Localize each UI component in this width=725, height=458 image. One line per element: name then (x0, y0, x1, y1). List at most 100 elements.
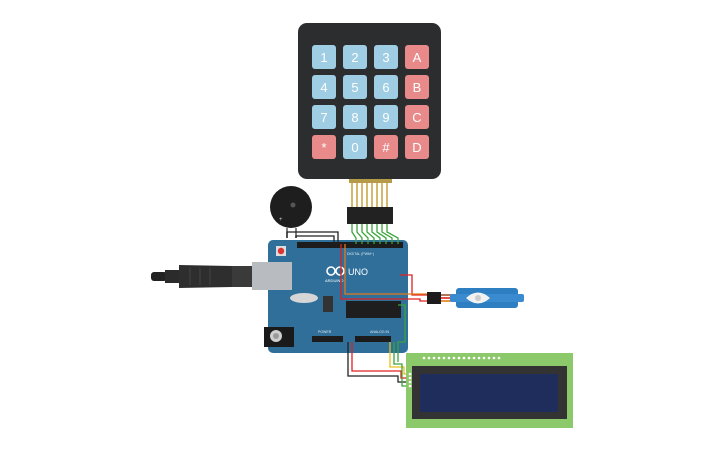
crystal (290, 293, 318, 303)
lcd-wire-scl (393, 342, 406, 387)
lcd-i2c-pin[interactable] (408, 376, 412, 380)
keypad-key-label: C (412, 110, 421, 125)
power-header (312, 336, 343, 342)
small-chip (323, 296, 333, 312)
keypad-key-7[interactable]: 7 (312, 105, 336, 129)
keypad-key-3[interactable]: 3 (374, 45, 398, 69)
lcd-i2c-pin[interactable] (408, 380, 412, 384)
keypad-key-label: # (382, 140, 390, 155)
digital-header (297, 242, 403, 248)
atmega-chip (346, 301, 401, 318)
arduino-uno-board[interactable]: DIGITAL (PWM~) UNO ARDUINO POWER ANALOG … (252, 240, 408, 353)
keypad-key-5[interactable]: 5 (343, 75, 367, 99)
keypad-key-label: A (413, 50, 422, 65)
lcd-pin (447, 356, 451, 360)
servo-wire-vcc (340, 244, 427, 302)
keypad-key-label: 2 (351, 50, 358, 65)
lcd-wire-sda (389, 342, 406, 375)
keypad-key-hash[interactable]: # (374, 135, 398, 159)
lcd-pin (477, 356, 481, 360)
lcd-pin (422, 356, 426, 360)
keypad-key-label: 8 (351, 110, 358, 125)
usb-port (252, 262, 292, 290)
keypad-key-C[interactable]: C (405, 105, 429, 129)
power-label: POWER (318, 330, 332, 334)
keypad-key-8[interactable]: 8 (343, 105, 367, 129)
ribbon-lines (351, 183, 388, 207)
servo-connector (427, 292, 441, 304)
lcd-pin (437, 356, 441, 360)
lcd-pins (408, 356, 501, 388)
lcd-pin (457, 356, 461, 360)
keypad-wire (381, 224, 393, 244)
keypad-key-9[interactable]: 9 (374, 105, 398, 129)
arduino-logo (326, 266, 345, 276)
lcd-16x2-module[interactable] (406, 353, 573, 428)
board-model: UNO (348, 267, 368, 277)
board-pcb (268, 240, 408, 353)
keypad-wire (376, 224, 387, 244)
keypad-key-2[interactable]: 2 (343, 45, 367, 69)
keypad-key-A[interactable]: A (405, 45, 429, 69)
lcd-pin (442, 356, 446, 360)
keypad-key-label: 6 (382, 80, 389, 95)
keypad-wire (386, 224, 399, 244)
keypad-key-6[interactable]: 6 (374, 75, 398, 99)
lcd-i2c-pin[interactable] (408, 384, 412, 388)
keypad-wire (361, 224, 369, 244)
analog-header (355, 336, 391, 342)
lcd-pin (497, 356, 501, 360)
keypad-key-0[interactable]: 0 (343, 135, 367, 159)
reset-button[interactable] (277, 247, 285, 255)
lcd-pin (452, 356, 456, 360)
keypad-key-label: D (412, 140, 421, 155)
lcd-pin (432, 356, 436, 360)
keypad-wire (356, 224, 363, 244)
board-brand: ARDUINO (325, 278, 343, 283)
keypad-wire (371, 224, 381, 244)
lcd-wire-vcc (351, 342, 406, 379)
servo-motor[interactable] (427, 288, 524, 308)
keypad-key-label: 5 (351, 80, 358, 95)
keypad-key-label: 4 (320, 80, 327, 95)
keypad-wire (366, 224, 375, 244)
servo-wire-signal (344, 244, 427, 295)
lcd-pin (482, 356, 486, 360)
lcd-screen (420, 374, 558, 412)
analog-label: ANALOG IN (370, 330, 390, 334)
buzzer-body (270, 186, 312, 228)
keypad-wire (351, 224, 357, 244)
buzzer-wire-positive (295, 235, 335, 243)
keypad-key-label: 9 (382, 110, 389, 125)
keypad-module[interactable]: 1 2 3 A 4 5 6 B 7 8 9 C * 0 # D (298, 23, 441, 224)
keypad-key-B[interactable]: B (405, 75, 429, 99)
keypad-key-label: 3 (382, 50, 389, 65)
lcd-pin (462, 356, 466, 360)
digital-label: DIGITAL (PWM~) (347, 252, 374, 256)
lcd-pin (492, 356, 496, 360)
keypad-key-1[interactable]: 1 (312, 45, 336, 69)
keypad-wires (351, 224, 399, 244)
servo-wire-power (400, 274, 427, 296)
keypad-key-star[interactable]: * (312, 135, 336, 159)
lcd-wire-gnd (347, 342, 406, 383)
keypad-key-D[interactable]: D (405, 135, 429, 159)
keypad-key-4[interactable]: 4 (312, 75, 336, 99)
lcd-i2c-pin[interactable] (408, 372, 412, 376)
keypad-key-label: B (413, 80, 422, 95)
lcd-pin (467, 356, 471, 360)
buzzer-hole (290, 202, 296, 208)
lcd-wire-extra (397, 304, 406, 362)
piezo-buzzer[interactable]: + (270, 186, 312, 238)
lcd-pin (427, 356, 431, 360)
keypad-key-label: 1 (320, 50, 327, 65)
keypad-key-label: 0 (351, 140, 358, 155)
keypad-ribbon (347, 179, 393, 224)
keypad-key-label: * (321, 140, 326, 155)
keypad-key-label: 7 (320, 110, 327, 125)
keypad-keys: 1 2 3 A 4 5 6 B 7 8 9 C * 0 # D (312, 45, 429, 159)
lcd-pin (487, 356, 491, 360)
usb-cable (151, 265, 252, 288)
